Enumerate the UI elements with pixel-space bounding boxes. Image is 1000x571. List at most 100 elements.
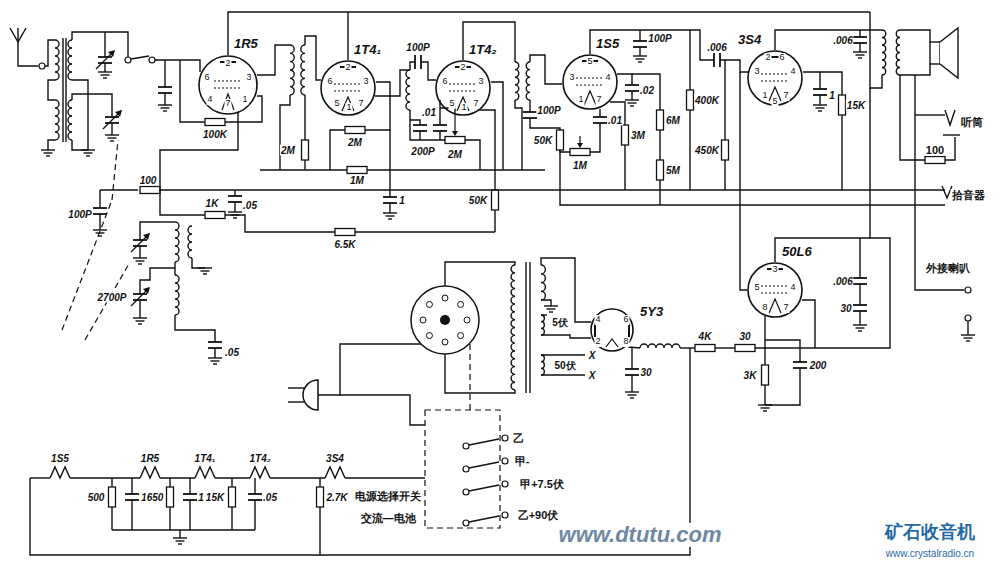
wire: [30, 477, 50, 478]
capacitor-symbol: [208, 342, 222, 348]
terminal: [463, 443, 469, 449]
wire: [164, 60, 165, 87]
wire: [155, 60, 200, 72]
component-label: 6.5K: [333, 239, 356, 250]
resistor-symbol: [762, 365, 769, 385]
resistor-symbol: [140, 187, 160, 194]
wire: [599, 109, 600, 117]
pin-number: 6: [778, 53, 785, 63]
resistor-symbol: [347, 167, 367, 174]
pin-number: 5: [586, 57, 593, 67]
ground-symbol: [813, 105, 827, 111]
resistor-symbol: [302, 140, 309, 160]
capacitor-symbol: [383, 197, 397, 203]
ground-symbol: [173, 538, 187, 544]
wire: [590, 30, 714, 60]
wire: [131, 500, 132, 530]
wire: [304, 160, 305, 170]
component-label: 30: [839, 303, 852, 314]
pin-number: 2: [594, 337, 601, 347]
wiper-arrow: [452, 112, 458, 136]
wire: [139, 246, 140, 258]
tube-grid: [334, 91, 362, 92]
pin-number: 3: [568, 73, 575, 83]
wire: [765, 368, 800, 405]
resistor-symbol: [722, 140, 729, 160]
wire: [529, 100, 530, 112]
wire: [288, 387, 304, 388]
resistor-symbol: [229, 487, 236, 507]
tube-envelope: [199, 56, 257, 114]
pin-number: 7: [357, 99, 364, 109]
wire: [70, 477, 140, 478]
component-label: 2700P: [97, 292, 128, 303]
wire: [445, 354, 515, 393]
wire: [288, 401, 304, 402]
component-label: 听筒: [960, 116, 984, 128]
tube-name: 50L6: [782, 244, 812, 260]
component-label: 1M: [349, 175, 365, 186]
component-label: .006: [706, 42, 727, 53]
terminal: [965, 315, 971, 321]
wire: [280, 95, 290, 170]
component-label: .006: [832, 35, 853, 46]
wire: [421, 62, 436, 80]
resistor-symbol: [622, 125, 629, 145]
wire: [180, 60, 205, 122]
wire: [469, 485, 499, 491]
tube-name: 1T4₂: [469, 42, 496, 58]
pin-number: 7: [782, 91, 789, 101]
tube-grid: [214, 88, 242, 89]
pin-number: 4: [206, 95, 213, 105]
wire: [234, 202, 235, 212]
component-label: X: [588, 350, 597, 361]
filament-label: 3S4: [325, 453, 345, 464]
tube-name: 1T4₁: [354, 42, 381, 58]
terminal: [502, 512, 508, 518]
wire: [491, 82, 503, 170]
wire: [900, 30, 930, 42]
pin-number: 3: [362, 77, 369, 87]
wire: [139, 300, 140, 318]
tube-envelope: [563, 55, 617, 109]
tube-grid: [334, 84, 362, 85]
wire: [104, 32, 105, 57]
component-label: .05: [242, 200, 258, 211]
tube-name: 1R5: [234, 36, 258, 52]
choke-symbol: [640, 344, 680, 348]
terminal: [463, 489, 469, 495]
tube-envelope: [321, 61, 375, 115]
wire: [445, 262, 515, 286]
wire: [639, 47, 640, 56]
pin-number: 8: [622, 337, 629, 347]
wire: [375, 70, 410, 96]
filament-label: 1T4₁: [194, 453, 217, 464]
component-label: 2.7K: [325, 492, 348, 503]
component-label: 1: [828, 90, 836, 101]
wire: [617, 74, 632, 85]
coil-symbol: [175, 275, 179, 315]
wire: [740, 72, 747, 290]
wire: [659, 130, 660, 160]
component-label: 100P: [647, 33, 672, 44]
wire: [48, 80, 55, 100]
pin-number: 4: [789, 283, 796, 293]
wire: [689, 30, 690, 90]
component-label: 3K: [743, 370, 758, 381]
tube-plate: [628, 323, 630, 337]
resistor-symbol: [657, 110, 664, 130]
component-label: 100P: [67, 209, 92, 220]
ground-symbol: [81, 150, 95, 156]
socket-pin: [442, 295, 448, 301]
ground-symbol: [625, 100, 639, 106]
component-label: 6M: [665, 115, 681, 126]
filament-symbol: [195, 467, 215, 478]
wire: [319, 507, 320, 555]
pin-number: 6: [622, 315, 629, 325]
tube-filament: [222, 94, 234, 110]
capacitor-symbol: [248, 494, 262, 500]
tube-filament: [769, 299, 781, 313]
wire: [659, 180, 660, 205]
socket-pin: [464, 317, 470, 323]
component-label: 4K: [698, 331, 713, 342]
